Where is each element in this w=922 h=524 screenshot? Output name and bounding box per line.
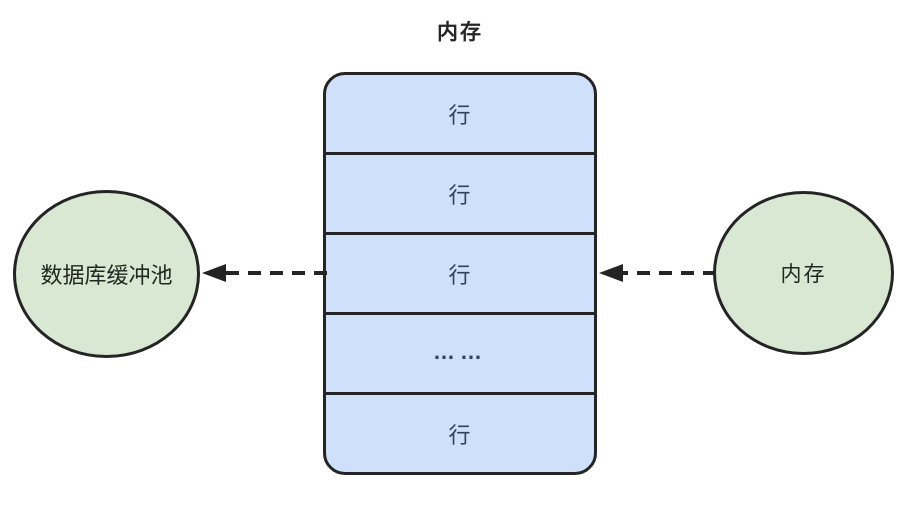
- memory-box-title: 内存: [437, 21, 483, 44]
- buffer-pool-label: 数据库缓冲池: [40, 263, 173, 288]
- memory-row: 行: [326, 75, 594, 152]
- arrow-memory-to-box: [599, 264, 716, 282]
- memory-row: 行: [326, 152, 594, 232]
- memory-node: 内存: [713, 191, 894, 355]
- memory-row-label: 行: [448, 182, 472, 208]
- buffer-pool-node: 数据库缓冲池: [13, 190, 200, 358]
- memory-row-label: 行: [448, 102, 472, 128]
- memory-row-ellipsis: ……: [326, 312, 594, 392]
- ellipsis-label: ……: [433, 338, 487, 364]
- memory-row-label: 行: [448, 422, 472, 448]
- memory-node-label: 内存: [780, 263, 827, 286]
- memory-row-label: 行: [448, 262, 472, 288]
- arrow-box-to-buffer-pool: [202, 264, 327, 282]
- memory-row: 行: [326, 232, 594, 312]
- memory-box: 行 行 行 …… 行: [323, 72, 597, 475]
- memory-row: 行: [326, 392, 594, 472]
